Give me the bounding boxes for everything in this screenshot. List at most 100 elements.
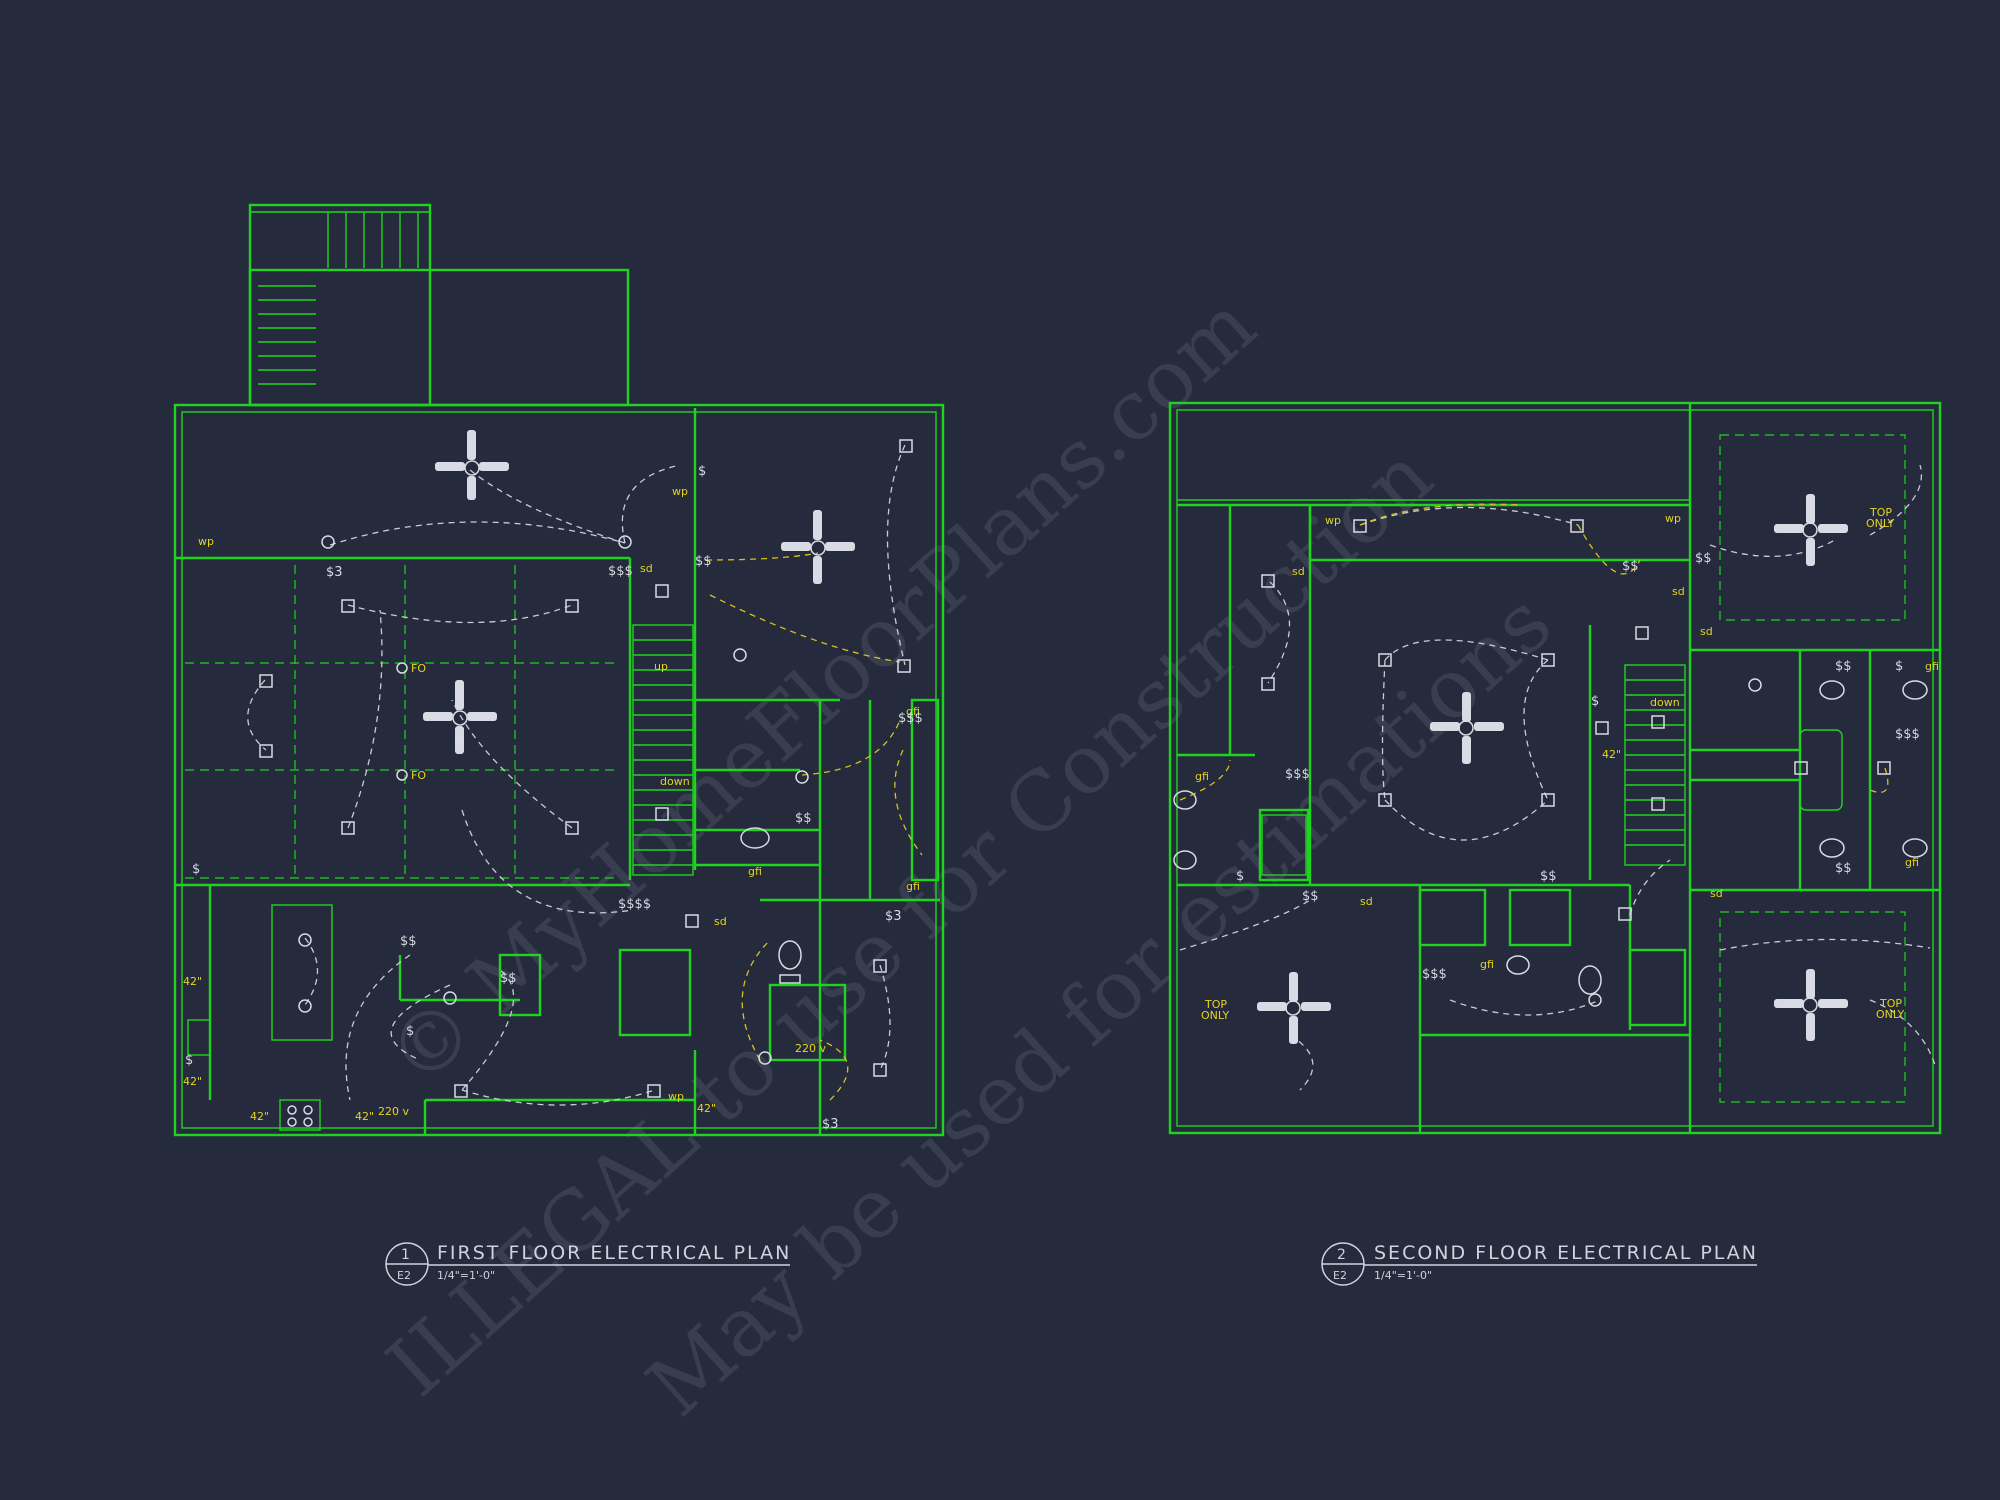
ff-fo-label-2: FO xyxy=(411,769,426,782)
second-floor-stair: down xyxy=(1624,664,1686,866)
range xyxy=(279,1099,321,1131)
sink xyxy=(187,1019,211,1056)
sf-only-label-3: ONLY xyxy=(1201,1009,1230,1022)
sf-switch-4: $$ xyxy=(1302,889,1319,904)
ff-220v-label-1: 220 v xyxy=(378,1105,409,1118)
second-floor-plan: down xyxy=(1168,401,1942,1135)
sf-top-label-1: TOP xyxy=(1869,506,1892,519)
ff-220v-label-2: 220 v xyxy=(795,1042,826,1055)
drawing-1-scale: 1/4"=1'-0" xyxy=(437,1269,495,1282)
first-floor-recessed-lights xyxy=(259,439,913,1098)
sf-sd-label-2: sd xyxy=(1672,585,1685,598)
first-floor-toilet xyxy=(778,940,802,970)
sf-switch-12: $$ xyxy=(1695,551,1712,566)
ff-gfi-label-2: gfi xyxy=(906,880,920,893)
first-floor-wiring xyxy=(247,444,923,1106)
ff-switch-9: $ xyxy=(192,862,200,877)
sf-switch-6: $$ xyxy=(1835,659,1852,674)
sf-42-label: 42" xyxy=(1602,748,1621,761)
drawing-2-number: 2 xyxy=(1337,1247,1346,1263)
tray-ceiling-2 xyxy=(1719,911,1906,1103)
second-floor-fan-bed-3 xyxy=(1257,972,1331,1044)
sf-switch-3: $$ xyxy=(1540,869,1557,884)
drawing-2-title: SECOND FLOOR ELECTRICAL PLAN xyxy=(1374,1242,1758,1264)
first-floor-stair: up down xyxy=(632,624,694,876)
kitchen-island xyxy=(271,904,333,1041)
first-floor-fan-bedroom xyxy=(781,510,855,584)
sf-switch-9: $ xyxy=(1236,869,1244,884)
ff-switch-12: $3 xyxy=(822,1117,839,1132)
ff-switch-8: $$ xyxy=(695,554,712,569)
drawing-1-number: 1 xyxy=(401,1247,410,1263)
second-floor-recessed-lights xyxy=(1261,519,1891,1007)
sf-gfi-label-1: gfi xyxy=(1195,770,1209,783)
sf-sd-label-3: sd xyxy=(1700,625,1713,638)
first-floor-stair-down-label: down xyxy=(660,775,690,788)
drawing-1-title: FIRST FLOOR ELECTRICAL PLAN xyxy=(437,1242,791,1264)
second-floor-interior-walls xyxy=(1177,403,1940,1133)
first-floor-fan-patio xyxy=(435,430,509,500)
second-floor-fan-center xyxy=(1430,692,1504,764)
second-floor-annotations: wp wp TOP ONLY TOP ONLY TOP ONLY gfi gfi… xyxy=(1195,506,1939,1022)
sf-switch-11: $ xyxy=(1895,659,1903,674)
sf-sd-label-1: sd xyxy=(1292,565,1305,578)
sf-wp-label-1: wp xyxy=(1325,514,1341,527)
drawing-title-2: 2 E2 SECOND FLOOR ELECTRICAL PLAN 1/4"=1… xyxy=(1321,1242,1758,1286)
ff-gfi-label-1: gfi xyxy=(906,705,920,718)
ff-fo-label-1: FO xyxy=(411,662,426,675)
ff-42-label-3: 42" xyxy=(250,1110,269,1123)
first-floor-stair-up-label: up xyxy=(654,660,668,673)
deck xyxy=(248,203,630,407)
ff-42-label-4: 42" xyxy=(355,1110,374,1123)
ff-wp-label-1: wp xyxy=(198,535,214,548)
second-floor-wiring xyxy=(1179,464,1936,1091)
ff-switch-13: $3 xyxy=(885,909,902,924)
drawing-1-sheet: E2 xyxy=(397,1269,411,1282)
ff-switch-3: $$$ xyxy=(898,711,923,726)
sf-gfi-label-4: gfi xyxy=(1905,856,1919,869)
second-floor-fan-bed-1 xyxy=(1774,494,1848,566)
ff-42-label-1: 42" xyxy=(183,975,202,988)
second-floor-fan-bed-2 xyxy=(1774,969,1848,1041)
ff-switch-7: $$ xyxy=(795,811,812,826)
first-floor-interior-walls xyxy=(175,408,940,1135)
ff-gfi-label-3: gfi xyxy=(748,865,762,878)
first-floor-fan-family xyxy=(423,680,497,754)
drawing-2-scale: 1/4"=1'-0" xyxy=(1374,1269,1432,1282)
sf-gfi-label-3: gfi xyxy=(1925,660,1939,673)
drawing-2-sheet: E2 xyxy=(1333,1269,1347,1282)
ff-switch-11: $ xyxy=(185,1053,193,1068)
sf-switch-1: $$ xyxy=(1622,559,1639,574)
sf-top-label-2: TOP xyxy=(1879,997,1902,1010)
ff-switch-5: $$ xyxy=(400,934,417,949)
sf-gfi-label-2: gfi xyxy=(1480,958,1494,971)
sf-only-label-1: ONLY xyxy=(1866,517,1895,530)
ff-switch-2: $$$ xyxy=(608,564,633,579)
ff-switch-14: $ xyxy=(698,464,706,479)
sf-switch-7: $$$ xyxy=(1895,727,1920,742)
ff-switch-10: $ xyxy=(406,1024,414,1039)
coffered-ceiling xyxy=(185,404,690,879)
ff-sd-label-1: sd xyxy=(640,562,653,575)
ff-sd-label-2: sd xyxy=(714,915,727,928)
sf-sd-label-4: sd xyxy=(1360,895,1373,908)
first-floor-annotations: wp wp wp FO FO gfi gfi gfi sd sd 42" 42"… xyxy=(183,464,923,1132)
ff-wp-label-2: wp xyxy=(672,485,688,498)
ff-42-label-2: 42" xyxy=(183,1075,202,1088)
ff-42-label-5: 42" xyxy=(697,1102,716,1115)
deck-stair xyxy=(258,212,419,385)
tray-ceiling-1 xyxy=(1719,434,1906,621)
ff-switch-6: $$ xyxy=(500,971,517,986)
ff-wp-label-3: wp xyxy=(668,1090,684,1103)
sf-switch-2: $$$ xyxy=(1285,767,1310,782)
second-floor-stair-down-label: down xyxy=(1650,696,1680,709)
sf-only-label-2: ONLY xyxy=(1876,1008,1905,1021)
drawing-title-1: 1 E2 FIRST FLOOR ELECTRICAL PLAN 1/4"=1'… xyxy=(385,1242,791,1286)
second-floor-outer-wall xyxy=(1168,401,1942,1135)
sf-sd-label-5: sd xyxy=(1710,887,1723,900)
first-floor-toilet-2 xyxy=(740,827,770,849)
sf-top-label-3: TOP xyxy=(1204,998,1227,1011)
ff-switch-1: $3 xyxy=(326,565,343,580)
first-floor-plan: up down xyxy=(173,203,945,1137)
